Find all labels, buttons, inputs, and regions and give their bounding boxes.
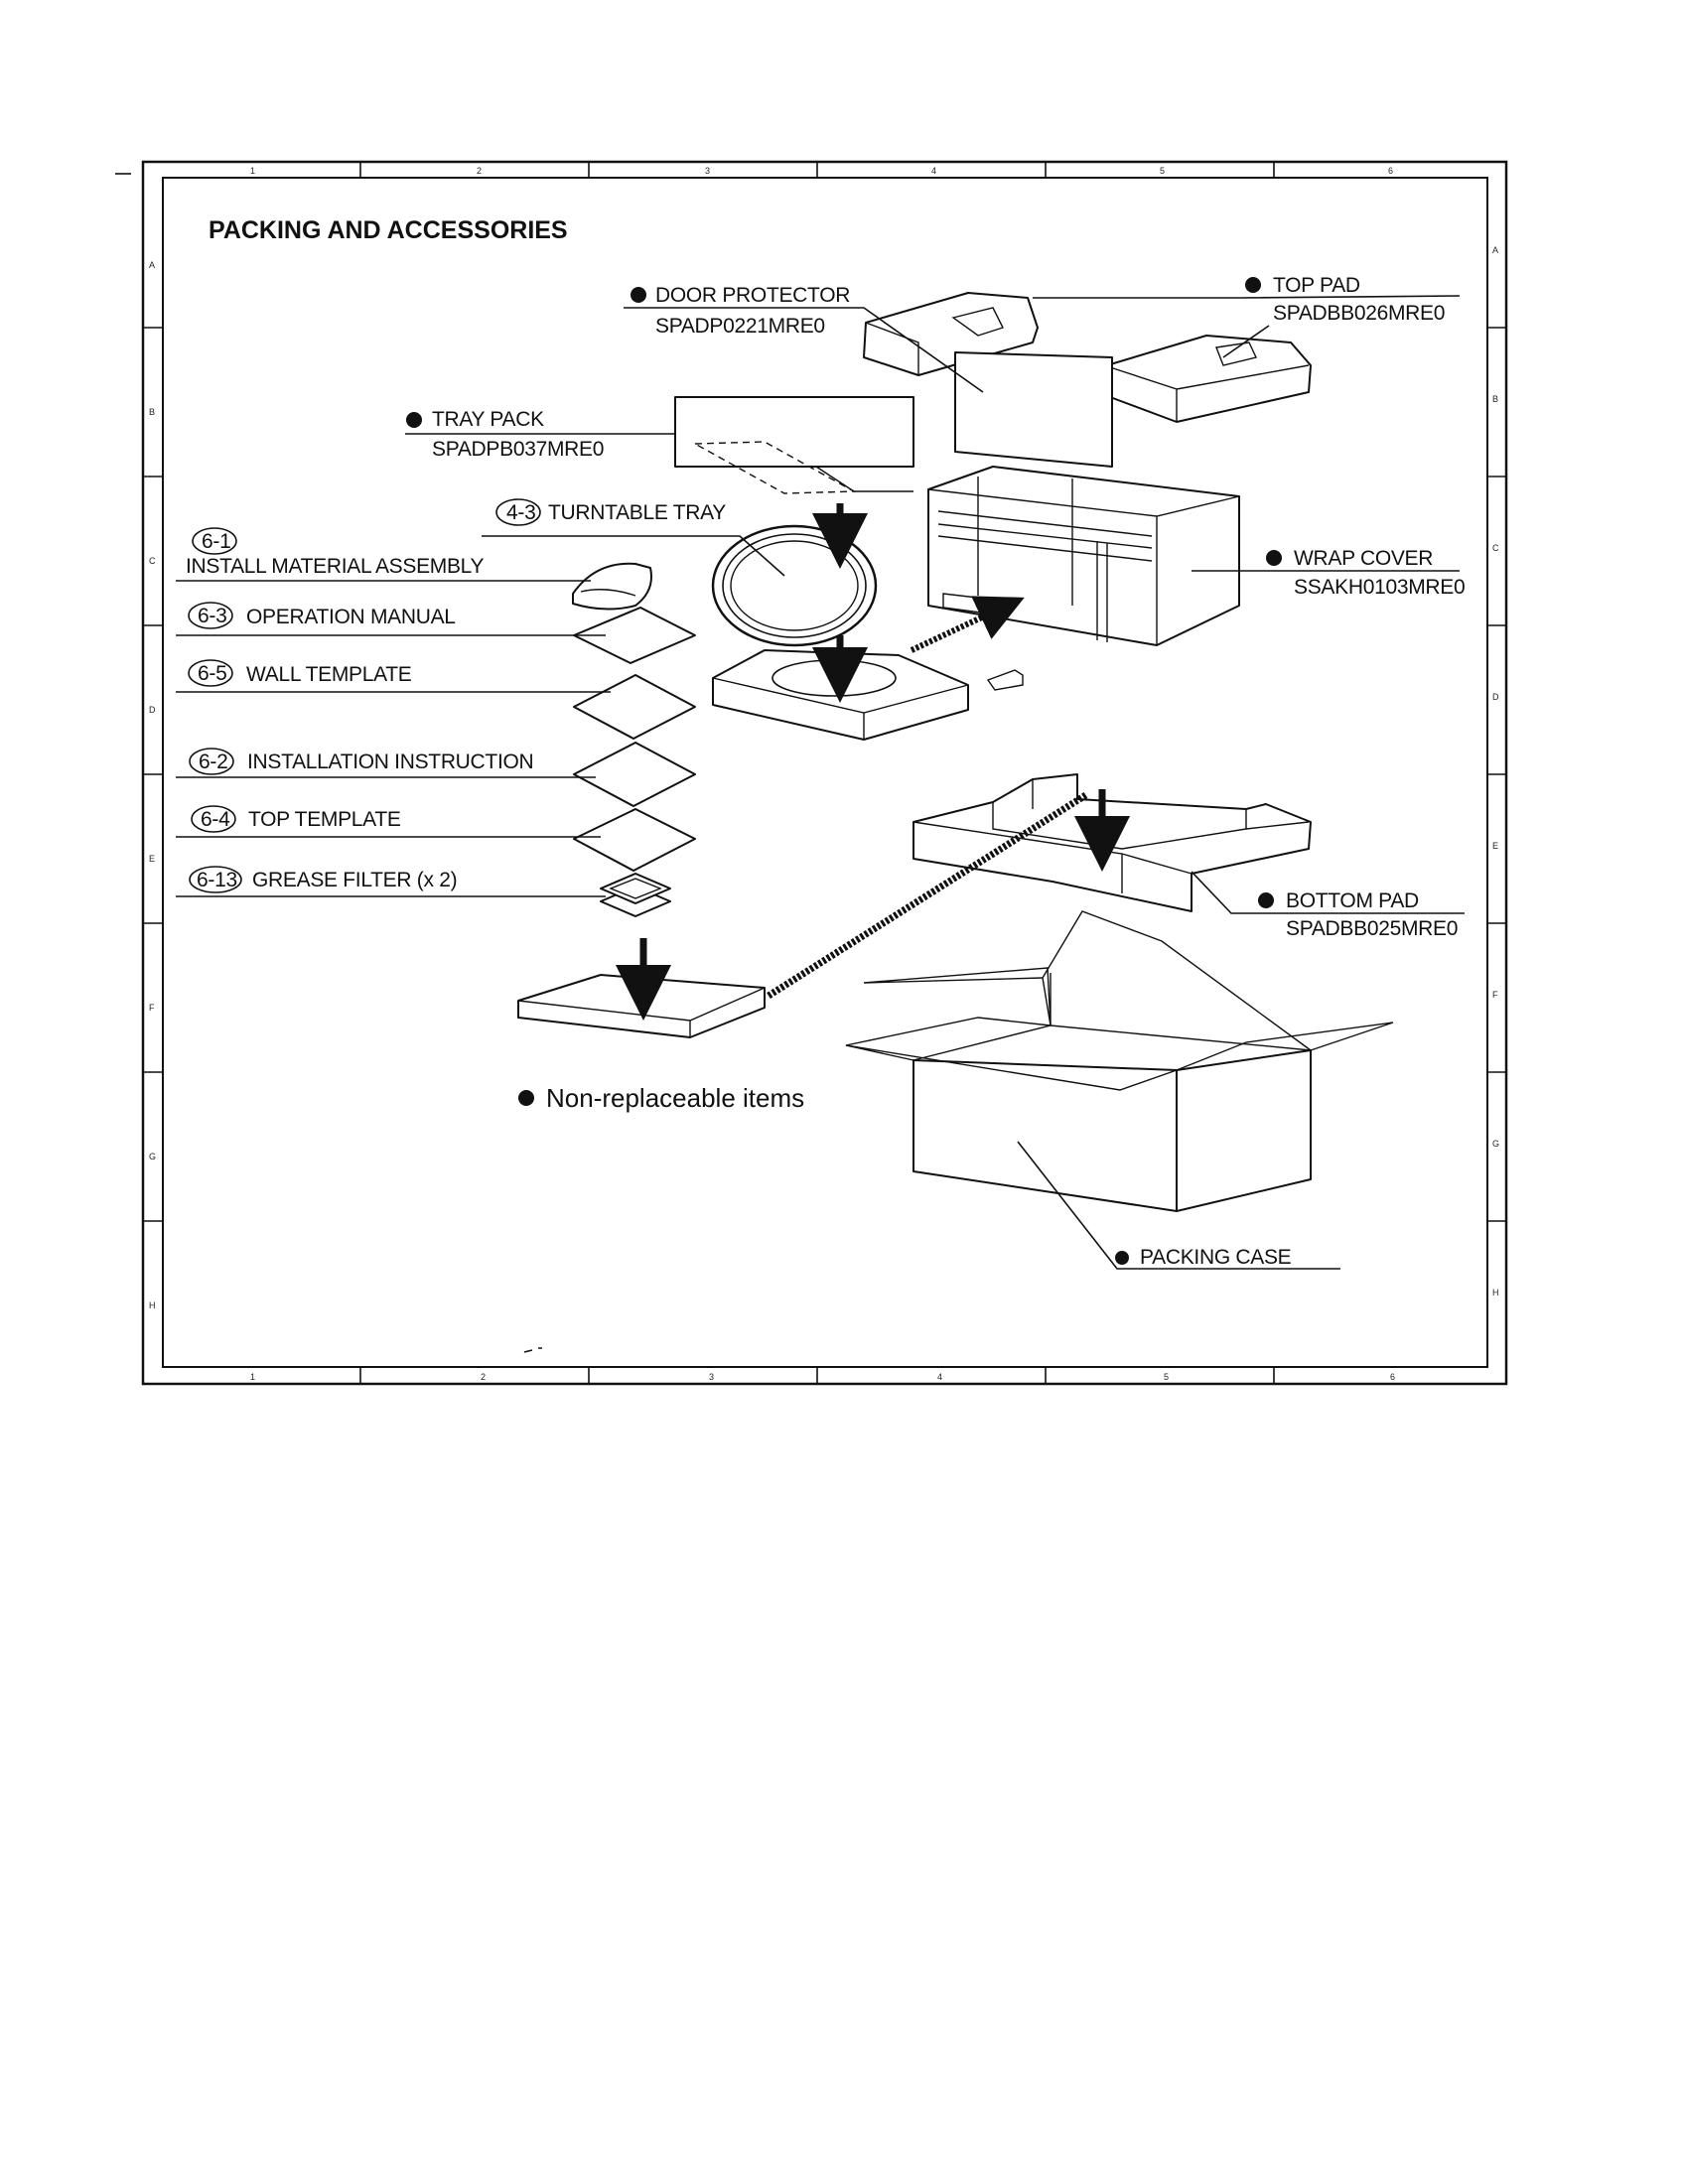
tray-pack-label: TRAY PACK [432,408,544,431]
stray-mark [523,1347,542,1353]
row-tick-c-right: C [1492,543,1499,553]
col-tick-4: 4 [931,166,936,176]
grease-filter-shape [600,873,671,917]
tray-pack-shape [674,396,914,494]
assembly-arrows [616,503,1130,1021]
bullet-icon [1115,1251,1129,1265]
tray-pack-part: SPADPB037MRE0 [432,438,604,461]
top-pad-label: TOP PAD [1273,274,1360,297]
bullet-icon [1266,550,1282,566]
installation-instruction-ref: 6-2 [199,751,227,773]
row-tick-h-right: H [1492,1288,1499,1297]
operation-manual-label: OPERATION MANUAL [246,606,456,628]
turntable-tray-label: TURNTABLE TRAY [548,501,726,524]
row-tick-g: G [149,1152,156,1161]
install-material-ref: 6-1 [202,530,230,553]
top-pad-part: SPADBB026MRE0 [1273,302,1445,325]
wrap-cover-label: WRAP COVER [1294,547,1433,570]
bottom-pad-part: SPADBB025MRE0 [1286,917,1458,940]
bottom-pad-label: BOTTOM PAD [1286,889,1419,912]
col-tick-4-bottom: 4 [937,1372,942,1382]
col-tick-5: 5 [1160,166,1165,176]
row-tick-g-right: G [1492,1139,1499,1149]
col-tick-6-bottom: 6 [1390,1372,1395,1382]
bullet-icon [518,1090,534,1106]
row-tick-a-right: A [1492,245,1498,255]
install-material-label: INSTALL MATERIAL ASSEMBLY [186,555,485,578]
wrap-cover-part: SSAKH0103MRE0 [1294,576,1465,599]
row-tick-c: C [149,556,156,566]
ref-circle-icon [191,805,236,833]
row-tick-b-right: B [1492,394,1498,404]
top-pad-leader [1033,295,1461,299]
col-tick-6: 6 [1388,166,1393,176]
ref-circle-icon [192,527,237,555]
row-tick-e-right: E [1492,841,1498,851]
top-pad-left-shape [863,292,1039,376]
row-tick-a: A [149,260,155,270]
ref-circle-icon [189,748,234,775]
door-protector-part: SPADP0221MRE0 [655,315,825,338]
bullet-icon [1258,892,1274,908]
top-template-label: TOP TEMPLATE [248,808,401,831]
col-tick-1: 1 [250,166,255,176]
packing-case-leader [1017,1141,1340,1270]
grease-filter-label: GREASE FILTER (x 2) [252,869,457,891]
packing-case-shape [845,910,1394,1212]
top-template-sheet [573,808,696,872]
page-title: PACKING AND ACCESSORIES [209,216,568,244]
top-template-ref: 6-4 [201,808,230,831]
col-tick-1-bottom: 1 [250,1372,255,1382]
wall-template-ref: 6-5 [198,662,226,685]
top-pad-leader-2 [1222,325,1270,358]
row-tick-d-right: D [1492,692,1499,702]
turntable-tray-ref: 4-3 [506,501,535,524]
grease-filter-ref: 6-13 [197,869,237,891]
wall-template-label: WALL TEMPLATE [246,663,412,686]
bottom-pad-shape [912,773,1312,912]
bottom-pad-leader [1191,871,1465,914]
install-material-shape [572,562,652,611]
legend-non-replaceable: Non-replaceable items [546,1083,804,1113]
col-tick-3: 3 [705,166,710,176]
installation-instruction-label: INSTALLATION INSTRUCTION [247,751,533,773]
operation-manual-ref: 6-3 [198,605,226,627]
row-tick-f: F [149,1003,155,1013]
turntable-tray-leader [482,535,785,577]
bullet-icon [1245,277,1261,293]
row-tick-b: B [149,407,155,417]
wall-template-sheet [573,674,696,740]
wrap-cover-unit-shape [927,466,1240,691]
top-pad-right-shape [1106,335,1312,423]
door-protector-shape [954,351,1113,468]
packing-case-label: PACKING CASE [1140,1246,1292,1269]
bullet-icon [631,287,646,303]
ref-circle-icon [495,498,541,526]
operation-manual-sheet [573,607,696,664]
ref-circle-icon [188,659,233,687]
col-tick-2-bottom: 2 [481,1372,486,1382]
col-tick-5-bottom: 5 [1164,1372,1169,1382]
row-tick-h: H [149,1300,156,1310]
bullet-icon [406,412,422,428]
row-tick-d: D [149,705,156,715]
door-protector-label: DOOR PROTECTOR [655,284,850,307]
row-tick-f-right: F [1492,990,1498,1000]
col-tick-3-bottom: 3 [709,1372,714,1382]
col-tick-2: 2 [477,166,482,176]
installation-instruction-sheet [573,742,696,807]
ref-circle-icon [189,866,242,893]
drawing-frame: 1 2 3 4 5 6 1 2 3 4 5 6 A B C D E F G H … [141,160,1508,1386]
door-protector-leader [624,307,984,393]
turntable-tray-shape [711,524,878,647]
row-tick-e: E [149,854,155,864]
ref-circle-icon [188,602,233,629]
